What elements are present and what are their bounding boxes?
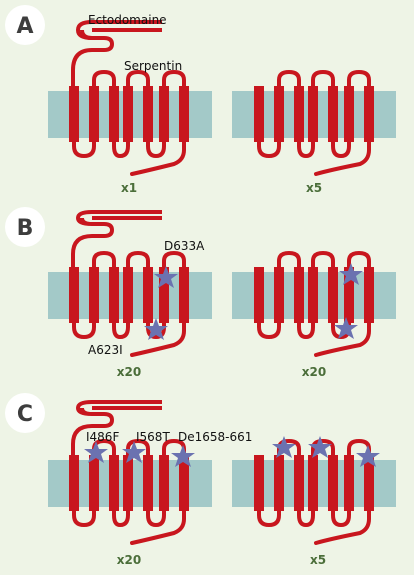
star-icon xyxy=(356,445,380,467)
star-icon xyxy=(144,318,168,340)
ectodomain-label: Ectodomaine xyxy=(88,13,167,27)
helices-right-b xyxy=(254,267,374,323)
loops-right-c xyxy=(257,438,371,545)
loops-left-a xyxy=(72,69,186,176)
helices-left-b xyxy=(69,267,189,323)
panel-c: C I486F I568T De1658-661 x20 xyxy=(5,393,396,567)
multiplier-right-b: x20 xyxy=(302,365,326,379)
helices-right-a xyxy=(254,86,374,142)
panel-letter-b: B xyxy=(17,216,34,241)
multiplier-left-c: x20 xyxy=(117,553,141,567)
helices-left-a xyxy=(69,86,189,142)
mutation-label-1: I486F xyxy=(86,430,119,444)
ectodomain xyxy=(71,20,162,91)
mutation-label-2: I568T xyxy=(136,430,170,444)
star-icon xyxy=(334,317,358,339)
mutation-label-bottom: A623I xyxy=(88,343,123,357)
helices-right-c xyxy=(254,455,374,511)
loops-left-c xyxy=(72,438,186,545)
panel-badge-c xyxy=(5,393,45,433)
loops-left-b xyxy=(72,250,186,357)
loops-right-b xyxy=(257,250,371,357)
mutation-label-top: D633A xyxy=(164,239,205,253)
star-icon xyxy=(122,441,146,463)
ectodomain xyxy=(71,400,162,460)
star-icon xyxy=(171,445,195,467)
star-icon xyxy=(272,436,296,458)
panel-letter-c: C xyxy=(17,402,33,427)
multiplier-left-a: x1 xyxy=(121,181,137,195)
multiplier-right-c: x5 xyxy=(310,553,326,567)
panel-a: A Ectodomaine Serpentin x1 xyxy=(5,5,396,195)
panel-b: B D633A A623I x20 x xyxy=(5,207,396,379)
star-icon xyxy=(308,436,332,458)
multiplier-right-a: x5 xyxy=(306,181,322,195)
panel-badge-b xyxy=(5,207,45,247)
panel-badge-a xyxy=(5,5,45,45)
mutation-label-3: De1658-661 xyxy=(178,430,252,444)
star-icon xyxy=(84,441,108,463)
serpentin-label: Serpentin xyxy=(124,59,182,73)
panel-letter-a: A xyxy=(16,14,33,39)
multiplier-left-b: x20 xyxy=(117,365,141,379)
ectodomain xyxy=(71,210,162,272)
loops-right-a xyxy=(257,69,371,176)
star-icon xyxy=(154,266,178,288)
helices-left-c xyxy=(69,455,189,511)
star-icon xyxy=(339,263,363,285)
